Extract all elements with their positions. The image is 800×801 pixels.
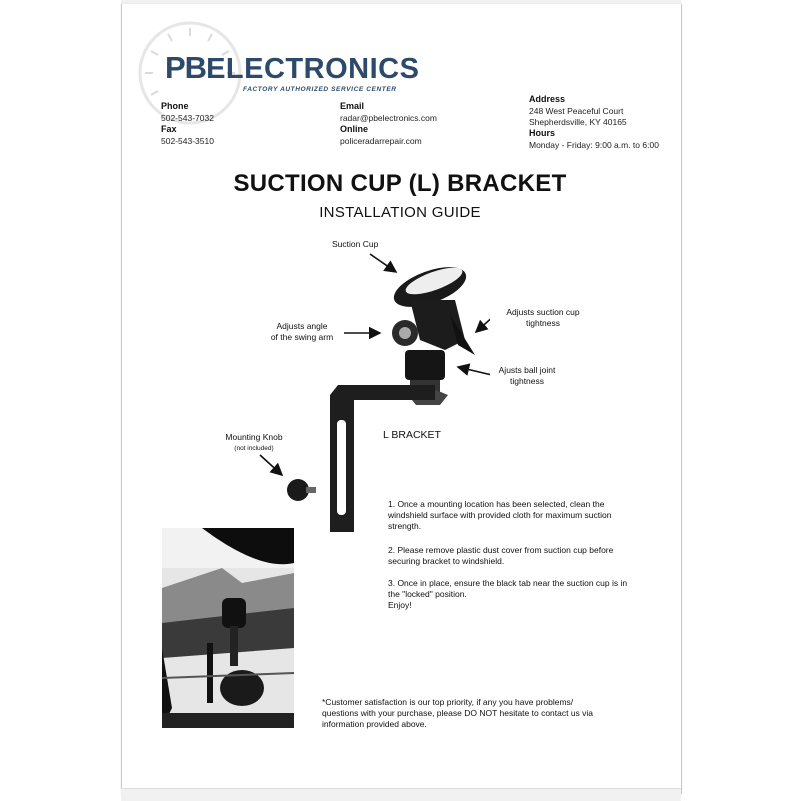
l-bracket-illustration [259, 253, 490, 532]
phone-label: Phone [161, 101, 189, 111]
phone-value: 502-543-7032 [161, 113, 214, 123]
email-label: Email [340, 101, 365, 111]
brand-subtitle: FACTORY AUTHORIZED SERVICE CENTER [243, 86, 397, 93]
step-enjoy: Enjoy! [388, 600, 412, 610]
address-line1: 248 West Peaceful Court [529, 106, 624, 116]
page-subtitle: INSTALLATION GUIDE [319, 204, 481, 221]
hours-value: Monday - Friday: 9:00 a.m. to 6:00 [529, 140, 659, 150]
callout-suction-cup: Suction Cup [332, 239, 379, 249]
callout-l-bracket: L BRACKET [383, 429, 441, 441]
online-label: Online [340, 124, 369, 134]
address-label: Address [529, 94, 566, 104]
installation-photo [162, 528, 294, 728]
step-2: 2. Please remove plastic dust cover from… [388, 545, 614, 566]
online-value: policeradarrepair.com [340, 136, 422, 146]
address-line2: Shepherdsville, KY 40165 [529, 117, 627, 127]
footer-note: *Customer satisfaction is our top priori… [322, 697, 594, 729]
page-title: SUCTION CUP (L) BRACKET [233, 170, 567, 197]
email-value: radar@pbelectronics.com [340, 113, 437, 123]
step-1: 1. Once a mounting location has been sel… [388, 499, 612, 531]
brand-logo: PBELECTRONICS [165, 50, 420, 85]
callout-mounting-knob: Mounting Knob(not included) [225, 432, 283, 452]
fax-value: 502-543-3510 [161, 136, 214, 146]
step-3: 3. Once in place, ensure the black tab n… [388, 578, 628, 599]
logo-gauge-icon [138, 21, 242, 125]
hours-label: Hours [529, 128, 556, 138]
page-bottom-edge [121, 788, 681, 801]
fax-label: Fax [161, 124, 177, 134]
